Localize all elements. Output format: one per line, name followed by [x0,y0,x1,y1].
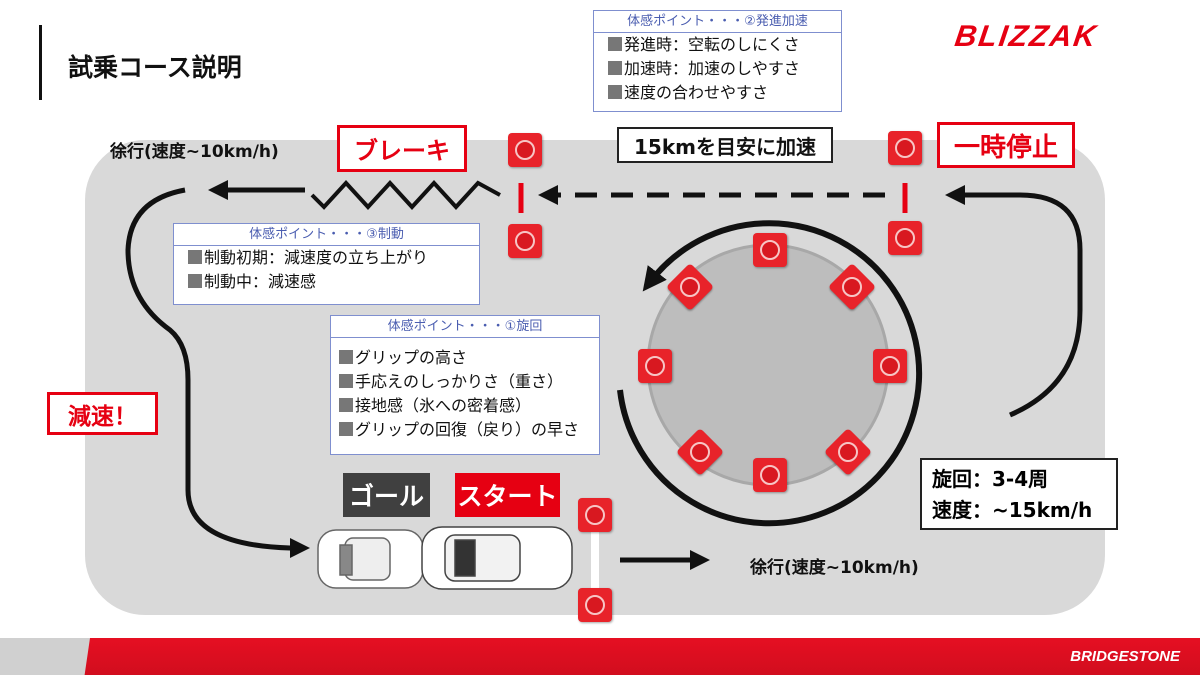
info-heading: 体感ポイント・・・③制動 [174,224,479,246]
info-line: グリップの回復（戻り）の早さ [331,418,599,442]
cone-icon [578,588,612,622]
cone-icon [508,133,542,167]
title-rule [39,25,42,100]
info-heading: 体感ポイント・・・②発進加速 [594,11,841,33]
start-label: スタート [455,473,560,517]
turning-spec-box: 旋回：3-4周 速度：~15km/h [920,458,1118,530]
accelerate-label: 15kmを目安に加速 [617,127,833,163]
info-line: 接地感（氷への密着感） [331,394,599,418]
info-heading: 体感ポイント・・・①旋回 [331,316,599,338]
info-line: 制動初期：減速度の立ち上がり [174,246,479,270]
brake-label: ブレーキ [337,125,467,172]
footer-bar [0,638,1200,675]
goal-car [317,529,424,589]
left-path-arrow [125,187,310,558]
slow-label-bottom: 徐行(速度~10km/h) [750,558,919,578]
right-path-arrow [945,185,1083,418]
cone-icon [753,233,787,267]
cone-icon [578,498,612,532]
info-line: 発進時：空転のしにくさ [594,33,841,57]
info-box-braking: 体感ポイント・・・③制動 制動初期：減速度の立ち上がり 制動中：減速感 [173,223,480,305]
cone-icon [638,349,672,383]
footer-accent [0,638,90,675]
info-box-acceleration: 体感ポイント・・・②発進加速 発進時：空転のしにくさ 加速時：加速のしやすさ 速… [593,10,842,112]
cone-icon [888,131,922,165]
page-title: 試乗コース説明 [68,53,242,82]
goal-label: ゴール [343,473,430,517]
info-line: 速度の合わせやすさ [594,81,841,105]
info-line: グリップの高さ [331,346,599,370]
start-car [421,526,573,590]
info-line: 加速時：加速のしやすさ [594,57,841,81]
brake-zigzag [310,180,501,210]
info-line: 手応えのしっかりさ（重さ） [331,370,599,394]
cone-icon [888,221,922,255]
turning-speed: 速度：~15km/h [932,498,1093,522]
slow-label-top: 徐行(速度~10km/h) [110,142,279,162]
stop-label: 一時停止 [937,122,1075,168]
info-line: 制動中：減速感 [174,270,479,294]
decelerate-label: 減速！ [47,392,158,435]
bridgestone-logo: BRIDGESTONE [1070,648,1180,665]
info-box-turning: 体感ポイント・・・①旋回 グリップの高さ 手応えのしっかりさ（重さ） 接地感（氷… [330,315,600,455]
cone-icon [873,349,907,383]
cone-icon [753,458,787,492]
start-line [591,530,599,590]
turning-arrow [617,220,923,527]
cone-icon [508,224,542,258]
turning-laps: 旋回：3-4周 [932,467,1049,491]
